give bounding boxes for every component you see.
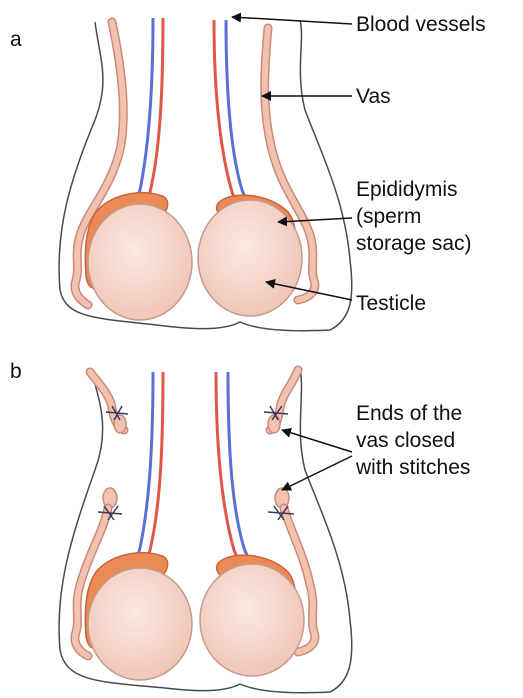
arrow-vas-closed-upper	[282, 430, 352, 452]
label-vas-closed-line-3: with stitches	[356, 454, 470, 481]
label-vas-closed: Ends of the vas closed with stitches	[356, 400, 470, 481]
panel-a-letter: a	[10, 28, 22, 52]
testicle-left-b	[88, 568, 192, 680]
vas-right-upper-b	[268, 370, 298, 433]
label-vas-closed-line-2: vas closed	[356, 427, 470, 454]
label-testicle: Testicle	[356, 290, 426, 317]
label-epididymis-line-3: storage sac)	[356, 230, 472, 257]
label-epididymis-line-1: Epididymis	[356, 176, 472, 203]
arrow-blood-vessels	[232, 17, 352, 24]
vas-left-upper-b	[90, 372, 126, 433]
testicle-right-a	[198, 200, 302, 316]
label-epididymis: Epididymis (sperm storage sac)	[356, 176, 472, 257]
arrow-vas-closed-lower	[282, 456, 352, 490]
label-vas-closed-line-1: Ends of the	[356, 400, 470, 427]
panel-a-illustration	[59, 18, 352, 331]
label-vas: Vas	[356, 83, 391, 110]
panel-b-illustration	[59, 368, 352, 693]
testicle-right-b	[200, 564, 304, 676]
label-epididymis-line-2: (sperm	[356, 203, 472, 230]
panel-b-letter: b	[10, 360, 22, 384]
testicle-left-a	[88, 204, 192, 320]
label-blood-vessels: Blood vessels	[356, 11, 486, 38]
